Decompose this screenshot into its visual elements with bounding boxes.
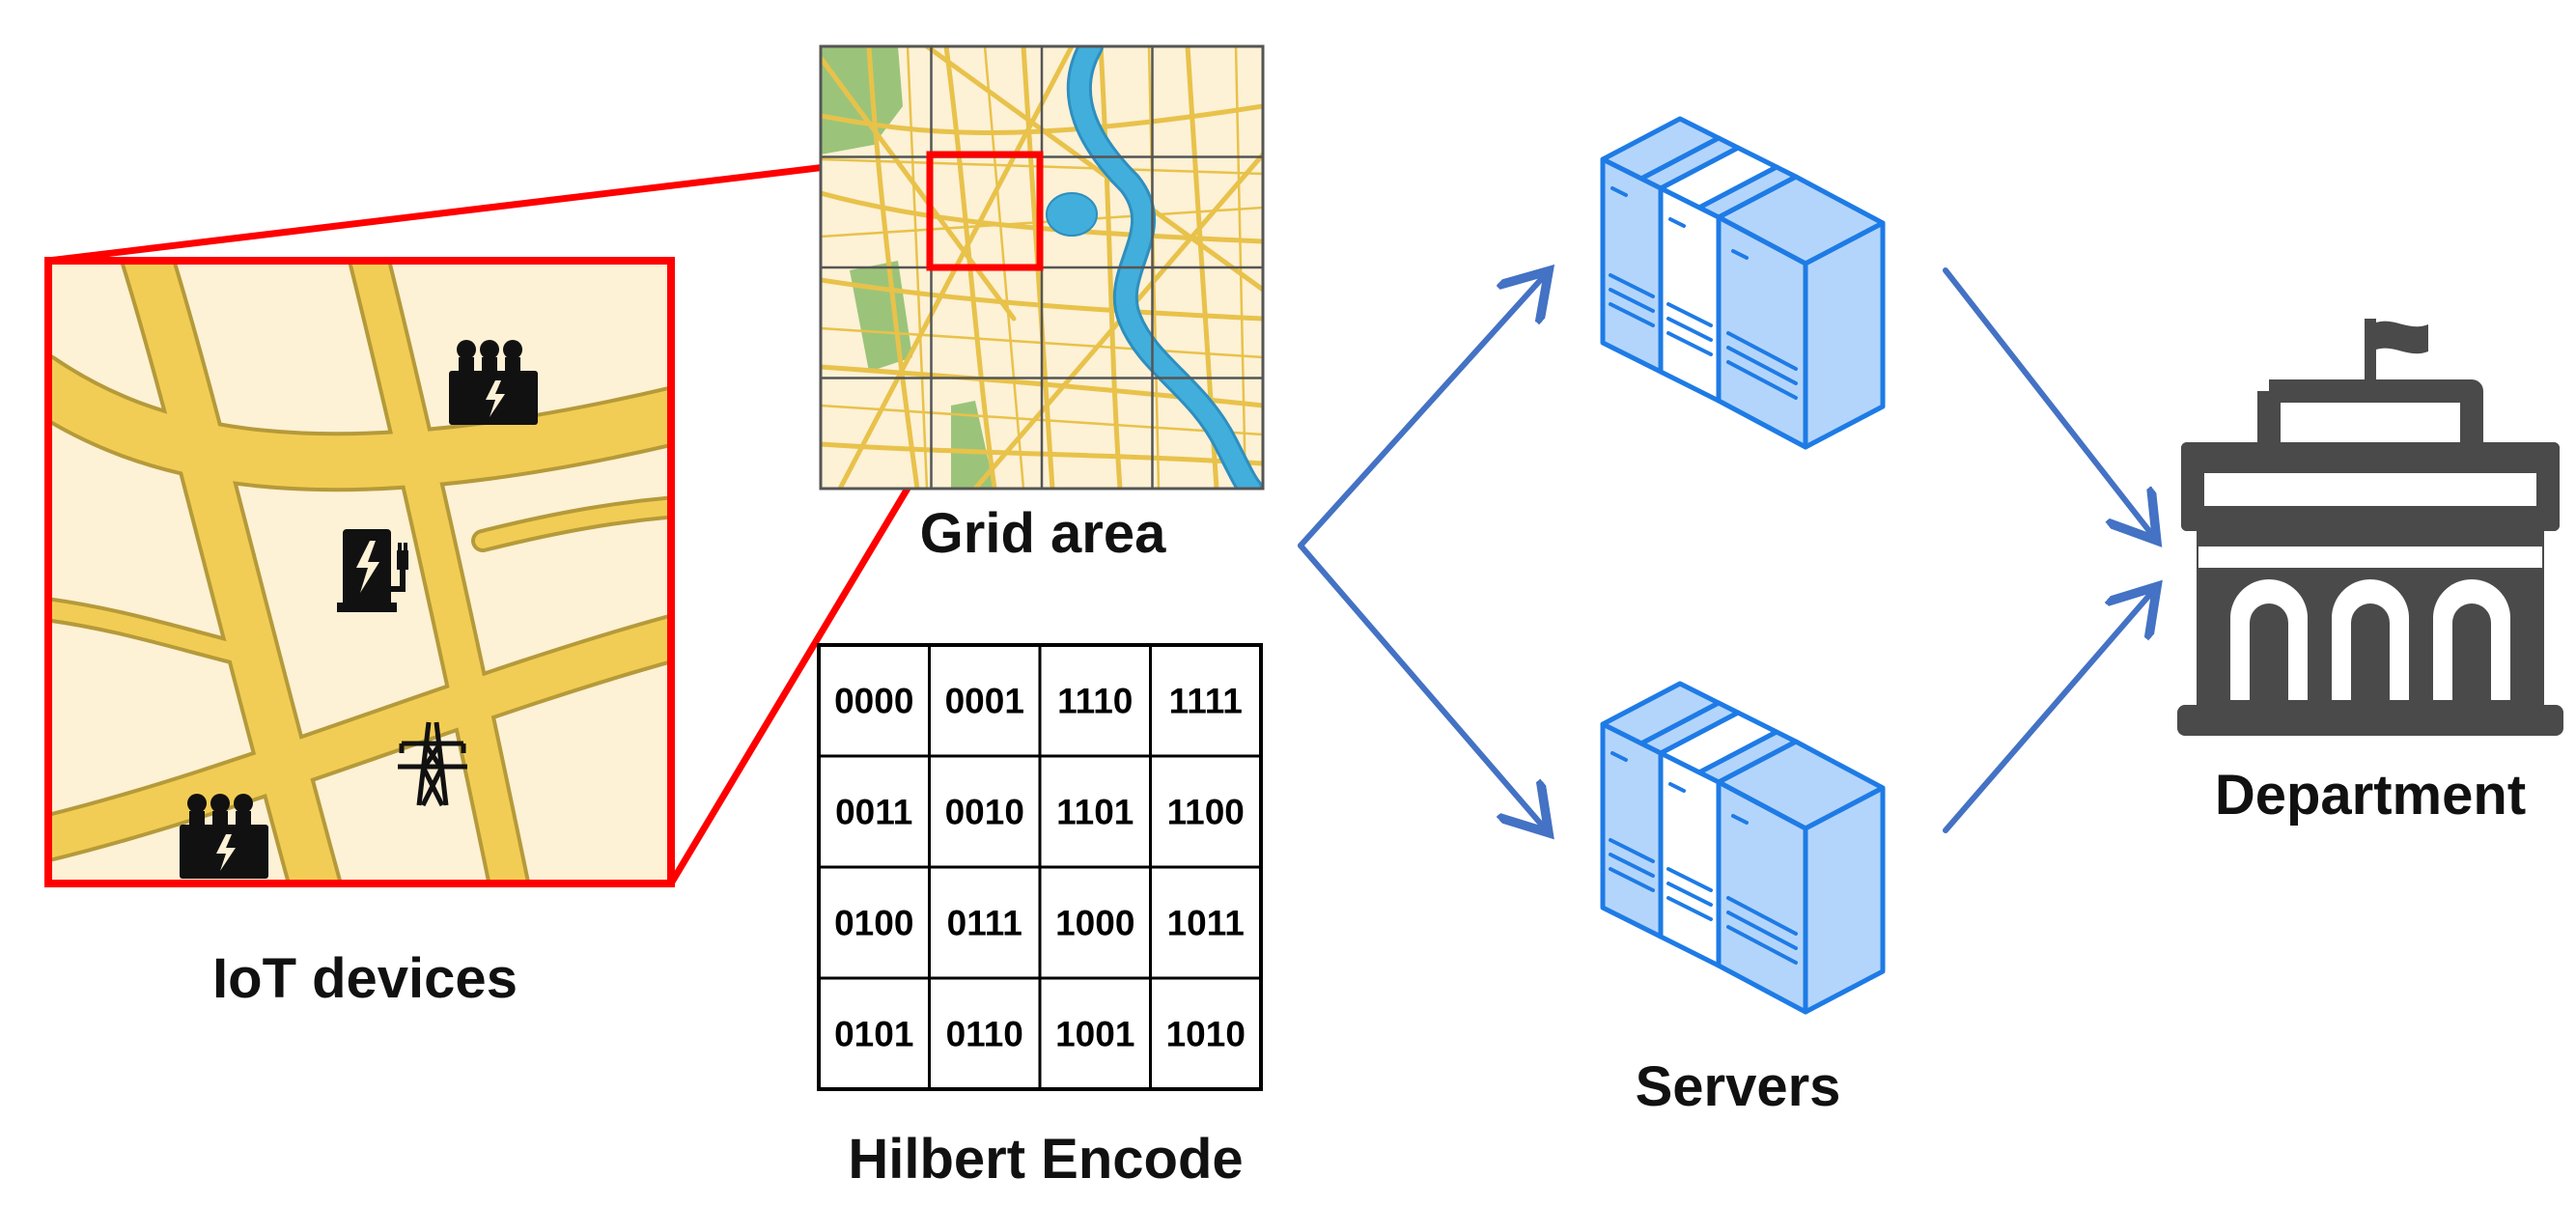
hilbert-code-cell: 1101 <box>1056 793 1134 832</box>
server-rack-icon <box>1600 681 1886 1015</box>
hilbert-code-cell: 0010 <box>945 793 1024 832</box>
hilbert-code-cell: 0110 <box>946 1015 1023 1054</box>
hilbert-code-cell: 1010 <box>1166 1015 1246 1054</box>
hilbert-code-cell: 0011 <box>835 793 912 832</box>
flow-arrows <box>1298 267 2153 833</box>
hilbert-code-cell: 0111 <box>947 904 1022 943</box>
hilbert-code-cell: 0100 <box>834 904 913 943</box>
servers-label: Servers <box>1636 1055 1841 1118</box>
zoomed-map-area <box>44 257 675 887</box>
power-tower-icon <box>398 721 467 807</box>
hilbert-code-cell: 1110 <box>1057 682 1133 721</box>
hilbert-code-cell: 1001 <box>1055 1015 1134 1054</box>
hilbert-encode-label: Hilbert Encode <box>848 1128 1243 1191</box>
zoom-highlight-frame <box>44 257 675 887</box>
grid-area-label: Grid area <box>920 502 1166 565</box>
hilbert-code-cell: 0001 <box>945 682 1024 721</box>
transformer-icon <box>180 794 268 879</box>
transformer-icon <box>449 340 538 425</box>
hilbert-code-cell: 1100 <box>1167 793 1245 832</box>
iot-devices-label: IoT devices <box>212 947 518 1010</box>
server-rack-icon <box>1600 116 1886 450</box>
city-grid-map <box>819 44 1265 491</box>
arrow-bottom-server-to-department <box>1943 591 2153 833</box>
zoomed-roads <box>48 261 671 883</box>
hilbert-code-cell: 1011 <box>1167 904 1245 943</box>
hilbert-code-cell: 1000 <box>1055 904 1134 943</box>
hilbert-encode-table: 0000 0001 1110 1111 0011 0010 1101 1100 0100 0111… <box>817 643 1263 1091</box>
hilbert-code-cell: 0101 <box>834 1015 913 1054</box>
hilbert-code-cell: 1111 <box>1169 682 1243 721</box>
ev-charger-icon <box>337 529 408 612</box>
arrow-to-bottom-server <box>1298 543 1545 828</box>
selected-grid-cell <box>926 151 1044 271</box>
arrow-top-server-to-department <box>1943 267 2153 536</box>
government-building-icon <box>2177 319 2563 736</box>
hilbert-code-cell: 0000 <box>834 682 913 721</box>
arrow-to-top-server <box>1298 275 1545 548</box>
department-label: Department <box>2215 764 2526 827</box>
